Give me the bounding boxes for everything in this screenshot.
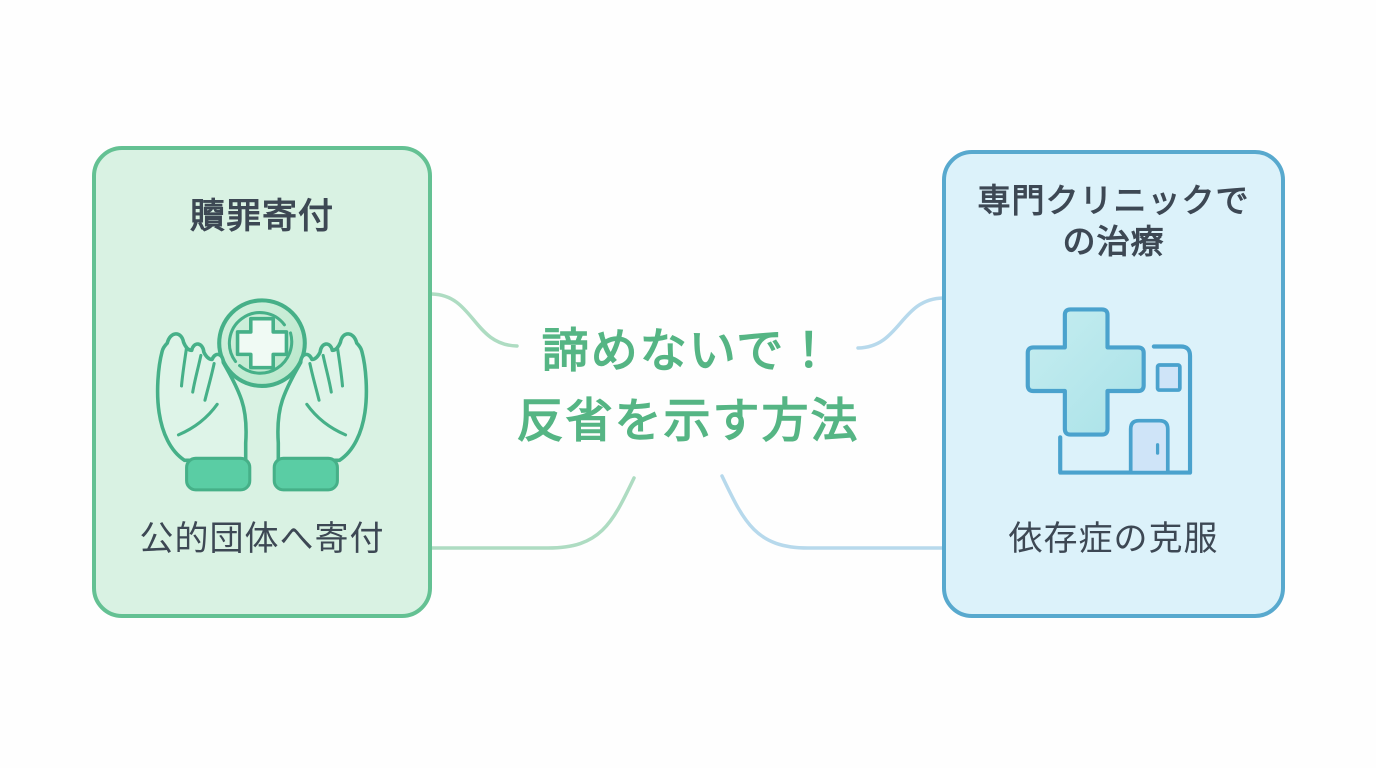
connector-top-right	[856, 296, 945, 350]
hands-holding-medical-coin-icon	[149, 280, 375, 496]
clinic-building-icon	[1012, 294, 1216, 488]
main-title-line2: 反省を示す方法	[516, 394, 860, 447]
coin-icon	[217, 298, 307, 388]
clinic-card-caption: 依存症の克服	[1008, 520, 1219, 558]
donation-card-caption: 公的団体へ寄付	[139, 520, 385, 558]
clinic-card-title: 専門クリニックで の治療	[946, 180, 1281, 263]
donation-card: 贖罪寄付	[92, 146, 432, 618]
clinic-card-title-line1: 専門クリニックで	[977, 182, 1250, 219]
window-icon	[1155, 363, 1182, 392]
right-hand-icon	[272, 332, 369, 492]
main-title: 諦めないで！ 反省を示す方法	[388, 316, 988, 456]
main-title-line1: 諦めないで！	[541, 324, 835, 377]
connector-top-left	[430, 292, 519, 348]
cross-icon	[235, 316, 289, 370]
medical-cross-icon	[1025, 307, 1146, 437]
building-outline	[1057, 344, 1192, 475]
connector-bottom-left	[430, 476, 636, 550]
left-hand-icon	[155, 332, 252, 492]
connector-bottom-right	[720, 474, 945, 550]
clinic-card-title-line2: の治療	[1062, 223, 1165, 261]
clinic-card: 専門クリニックで の治療 依存症の克服	[942, 150, 1285, 618]
donation-card-title: 贖罪寄付	[189, 197, 334, 236]
door-icon	[1128, 418, 1170, 475]
